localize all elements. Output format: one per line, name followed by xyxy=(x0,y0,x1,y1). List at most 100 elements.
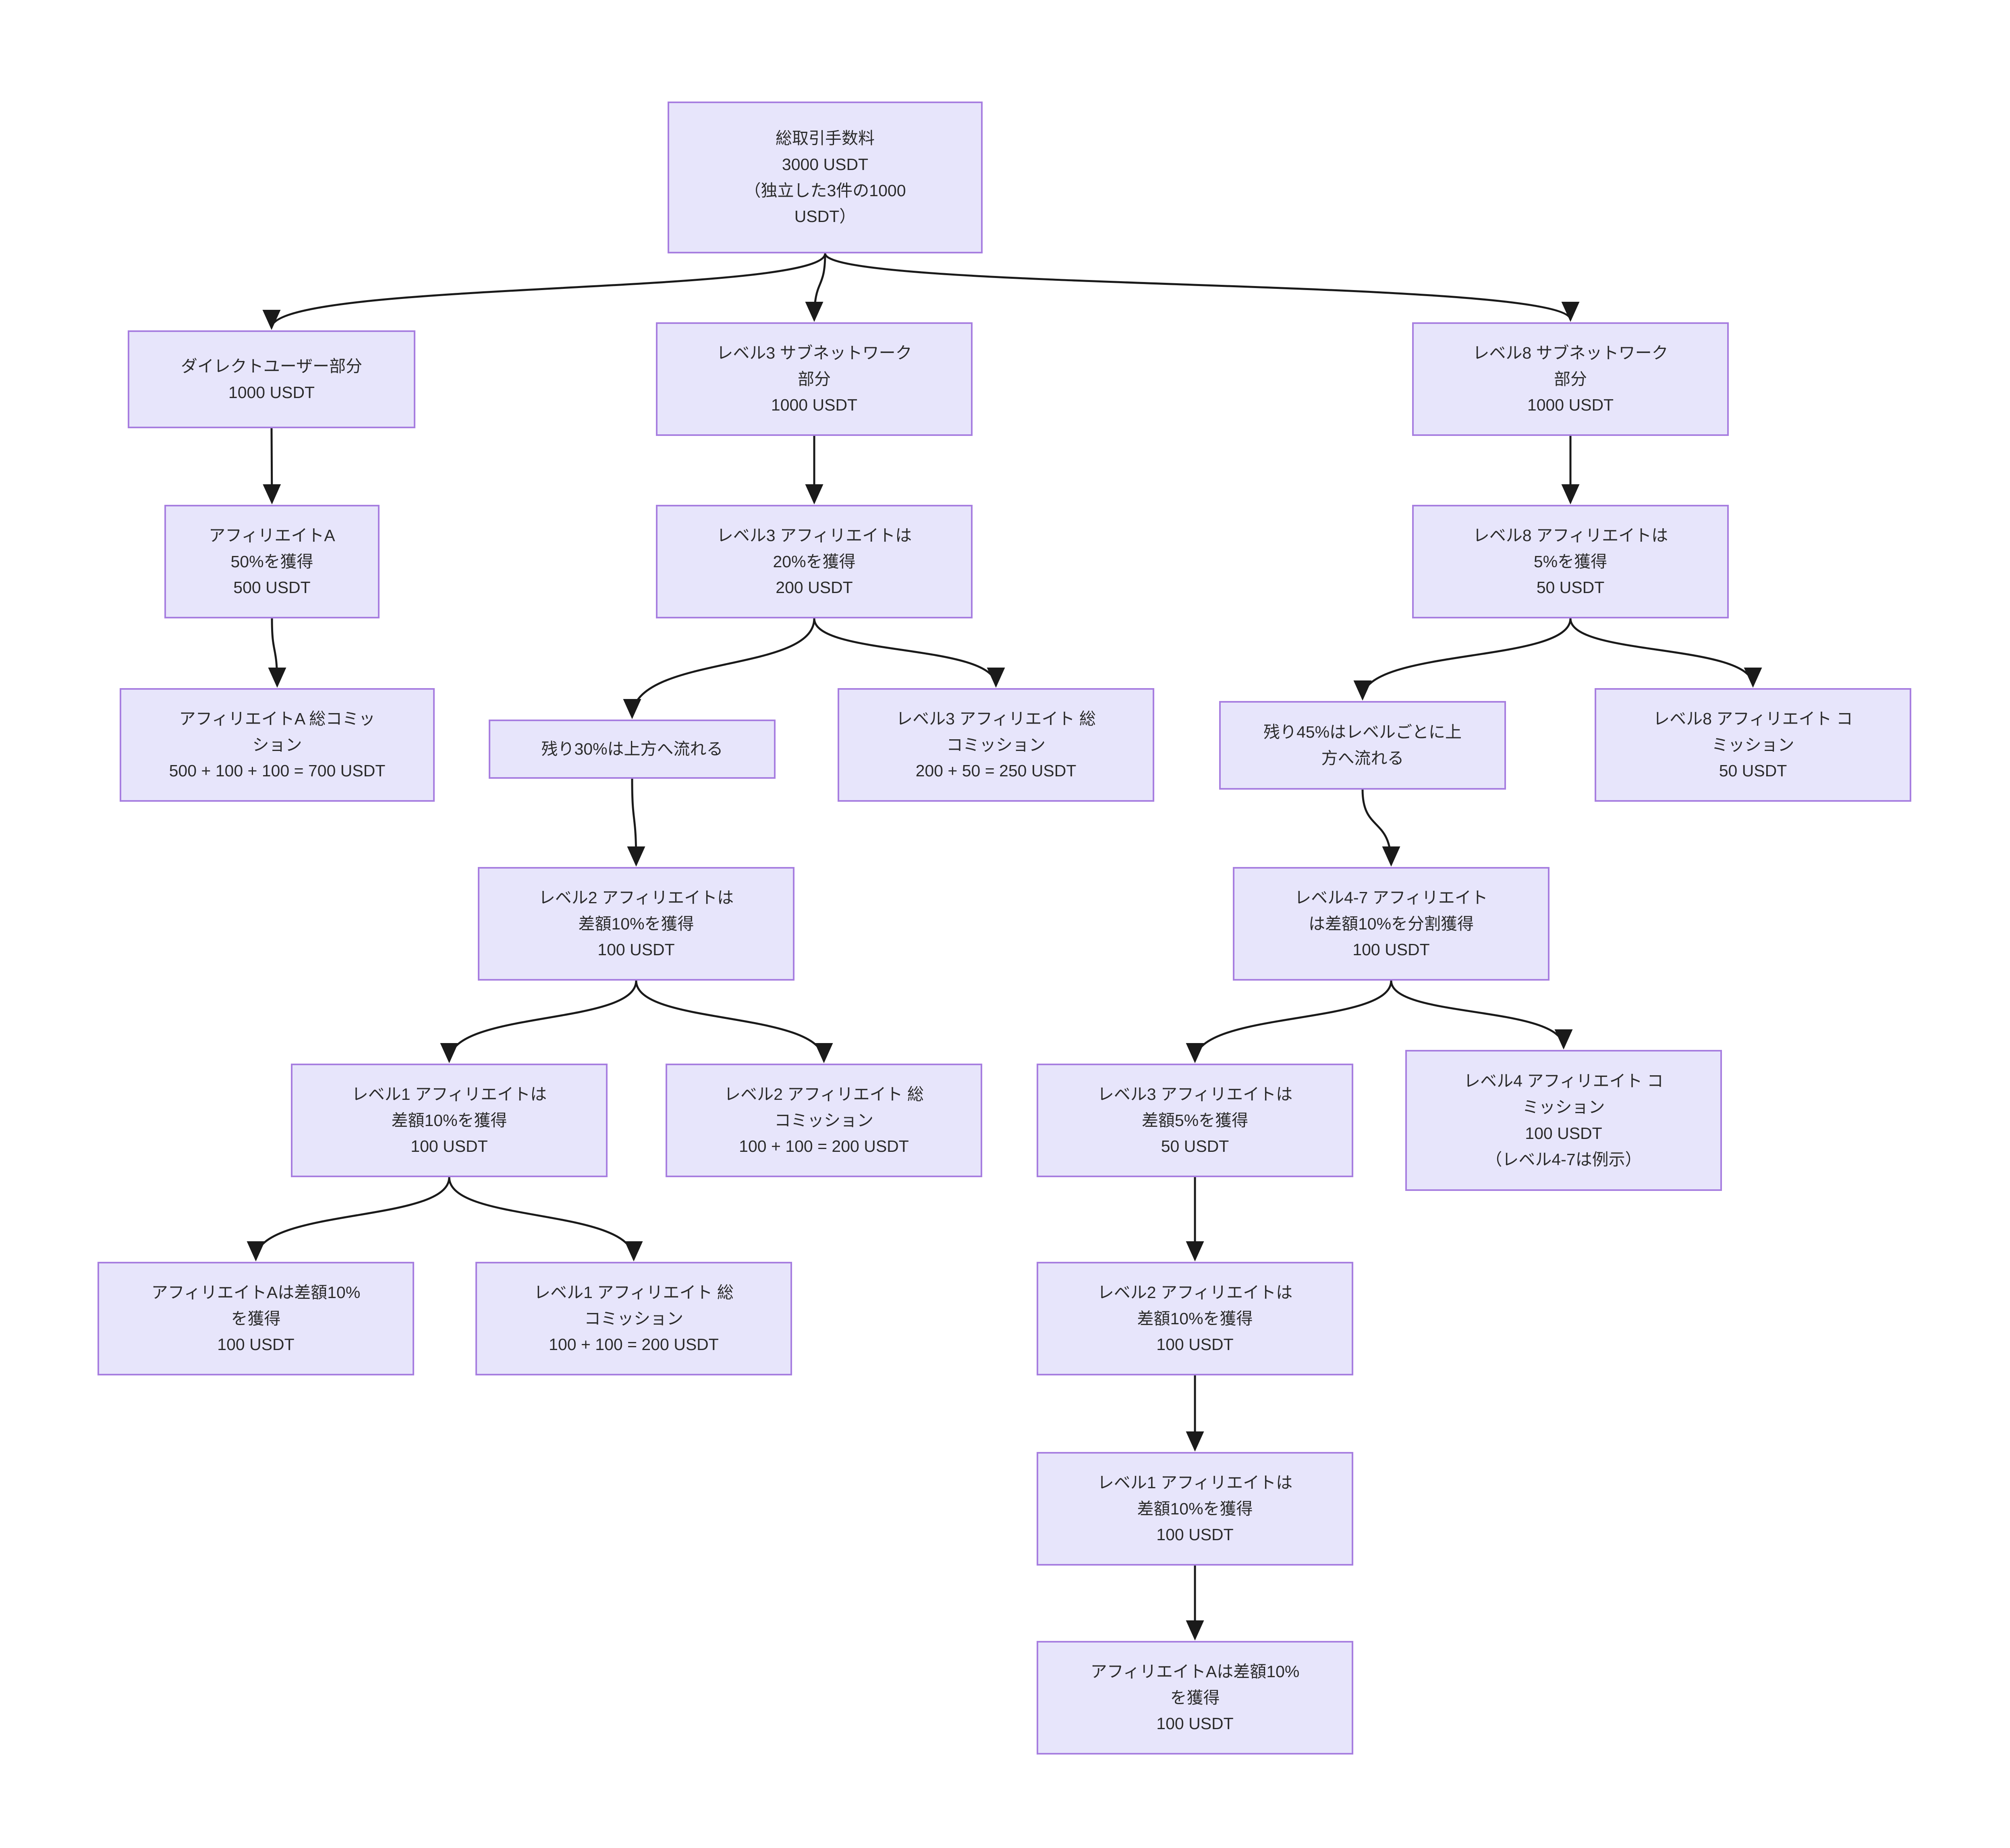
node-text-line: レベル1 アフィリエイトは xyxy=(351,1085,547,1103)
edge-root-to-direct xyxy=(263,253,826,330)
edge-level8-affiliate-to-total xyxy=(1569,618,1762,688)
node-text-line: レベル8 アフィリエイトは xyxy=(1473,526,1668,545)
node-text-line: 200 USDT xyxy=(776,578,853,597)
node-text-line: レベル3 アフィリエイト 総 xyxy=(896,709,1096,728)
level1-affiliate-earns-diff-10-right[interactable]: レベル1 アフィリエイトは差額10%を獲得 100 USDT xyxy=(1037,1452,1353,1566)
node-text-line: 残り45%はレベルごとに上 xyxy=(1263,723,1462,742)
node-text-line: レベル2 アフィリエイトは xyxy=(538,888,734,907)
node-text-line: （独立した3件の1000 xyxy=(744,181,906,200)
level8-subnetwork-portion[interactable]: レベル8 サブネットワーク部分 1000 USDT xyxy=(1412,322,1729,436)
level4-7-affiliate-split-diff-10[interactable]: レベル4-7 アフィリエイトは差額10%を分割獲得 100 USDT xyxy=(1233,867,1550,981)
node-text-line: 50 USDT xyxy=(1719,761,1787,780)
node-text-line: コミッション xyxy=(946,735,1045,754)
node-text-line: は差額10%を分割獲得 xyxy=(1308,914,1474,933)
node-text-line: USDT） xyxy=(794,207,856,226)
node-text-line: 部分 xyxy=(1554,369,1587,388)
node-text-line: アフィリエイトAは差額10% xyxy=(1090,1662,1300,1681)
node-text-line: 500 USDT xyxy=(233,578,311,597)
edge-level3-affiliate-to-remaining30 xyxy=(623,618,815,719)
level4-affiliate-commission[interactable]: レベル4 アフィリエイト コミッション 100 USDT （レベル4-7は例示） xyxy=(1405,1050,1722,1191)
node-text-line: 100 USDT xyxy=(1156,1714,1234,1733)
node-text-line: 総取引手数料 xyxy=(776,129,875,147)
direct-user-portion[interactable]: ダイレクトユーザー部分 1000 USDT xyxy=(128,330,415,428)
node-text-line: アフィリエイトAは差額10% xyxy=(151,1283,361,1302)
remaining-30-flows-up[interactable]: 残り30%は上方へ流れる xyxy=(489,720,776,779)
node-text-line: 1000 USDT xyxy=(1527,396,1614,415)
node-text-line: 50 USDT xyxy=(1536,578,1605,597)
node-text-line: ダイレクトユーザー部分 xyxy=(180,357,363,375)
edge-level8-affiliate-to-remaining45 xyxy=(1353,618,1572,701)
node-text-line: を獲得 xyxy=(231,1309,281,1328)
node-text-line: 100 USDT xyxy=(1352,940,1430,959)
node-text-line: コミッション xyxy=(774,1111,873,1130)
edge-level1-affiliate-to-total xyxy=(448,1177,643,1261)
edge-affiliate-a-to-total xyxy=(268,618,286,688)
node-text-line: 100 + 100 = 200 USDT xyxy=(549,1335,719,1354)
node-text-line: ミッション xyxy=(1711,735,1794,754)
node-text-line: 5%を獲得 xyxy=(1533,552,1608,571)
node-text-line: 500 + 100 + 100 = 700 USDT xyxy=(169,761,386,780)
node-text-line: 100 USDT xyxy=(411,1137,488,1156)
node-text-line: 差額10%を獲得 xyxy=(1137,1499,1253,1518)
node-text-line: 差額10%を獲得 xyxy=(578,914,694,933)
node-text-line: 100 USDT xyxy=(1525,1124,1602,1143)
node-text-line: 100 USDT xyxy=(1156,1525,1234,1544)
level3-affiliate-earns-20[interactable]: レベル3 アフィリエイトは 20%を獲得 200 USDT xyxy=(656,505,973,618)
node-text-line: 残り30%は上方へ流れる xyxy=(541,740,723,759)
edge-level2-affiliate-to-level1-affiliate xyxy=(440,980,637,1063)
node-text-line: レベル1 アフィリエイトは xyxy=(1097,1473,1293,1492)
node-text-line: 差額10%を獲得 xyxy=(391,1111,507,1130)
level2-affiliate-earns-diff-10-right[interactable]: レベル2 アフィリエイトは差額10%を獲得 100 USDT xyxy=(1037,1262,1353,1375)
level8-affiliate-earns-5[interactable]: レベル8 アフィリエイトは 5%を獲得 50 USDT xyxy=(1412,505,1729,618)
edge-level3-affiliate-to-total xyxy=(813,618,1005,688)
node-text-line: レベル3 サブネットワーク xyxy=(716,343,912,362)
node-text-line: 100 + 100 = 200 USDT xyxy=(739,1137,909,1156)
node-text-line: レベル4-7 アフィリエイト xyxy=(1294,888,1488,907)
node-text-line: 100 USDT xyxy=(217,1335,295,1354)
node-text-line: アフィリエイトA 総コミッ xyxy=(179,709,375,728)
node-text-line: ション xyxy=(252,735,302,754)
edge-level1-affiliate-to-affiliate-a-diff xyxy=(247,1177,450,1261)
node-text-line: 20%を獲得 xyxy=(773,552,856,571)
node-text-line: レベル3 アフィリエイトは xyxy=(1097,1085,1293,1103)
edge-root-to-level3-subnetwork xyxy=(805,253,826,322)
edge-level2-affiliate-to-total xyxy=(635,980,833,1063)
edge-level4-7-to-level3-affiliate xyxy=(1186,980,1392,1063)
level3-affiliate-total-commission[interactable]: レベル3 アフィリエイト 総コミッション 200 + 50 = 250 USDT xyxy=(838,688,1154,802)
node-text-line: コミッション xyxy=(584,1309,683,1328)
affiliate-a-total-commission[interactable]: アフィリエイトA 総コミッション 500 + 100 + 100 = 700 US… xyxy=(120,688,435,802)
node-text-line: レベル8 サブネットワーク xyxy=(1473,343,1668,362)
node-text-line: 差額10%を獲得 xyxy=(1137,1309,1253,1328)
node-text-line: （レベル4-7は例示） xyxy=(1485,1150,1642,1169)
node-text-line: 3000 USDT xyxy=(782,155,869,174)
node-text-line: ミッション xyxy=(1522,1098,1605,1117)
level1-affiliate-earns-diff-10[interactable]: レベル1 アフィリエイトは差額10%を獲得 100 USDT xyxy=(291,1064,608,1177)
node-text-line: 1000 USDT xyxy=(228,383,315,402)
node-text-line: レベル3 アフィリエイトは xyxy=(716,526,912,545)
node-text-line: 100 USDT xyxy=(1156,1335,1234,1354)
node-text-line: 方へ流れる xyxy=(1321,749,1404,767)
level8-affiliate-commission[interactable]: レベル8 アフィリエイト コミッション 50 USDT xyxy=(1595,688,1911,802)
node-text-line: 200 + 50 = 250 USDT xyxy=(915,761,1077,780)
node-text-line: 1000 USDT xyxy=(771,396,858,415)
edge-remaining30-to-level2-affiliate xyxy=(627,778,645,867)
remaining-45-flows-up-per-level[interactable]: 残り45%はレベルごとに上方へ流れる xyxy=(1219,701,1506,790)
node-text-line: 50%を獲得 xyxy=(230,552,313,571)
node-text-line: レベル2 アフィリエイトは xyxy=(1097,1283,1293,1302)
node-text-line: 差額5%を獲得 xyxy=(1141,1111,1249,1130)
node-text-line: レベル8 アフィリエイト コ xyxy=(1653,709,1853,728)
node-text-line: レベル4 アフィリエイト コ xyxy=(1464,1072,1664,1091)
edge-root-to-level8-subnetwork xyxy=(824,253,1579,322)
edge-level4-7-to-level4-commission xyxy=(1390,980,1573,1049)
affiliate-a-earns-diff-10-left[interactable]: アフィリエイトAは差額10% を獲得 100 USDT xyxy=(97,1262,414,1375)
